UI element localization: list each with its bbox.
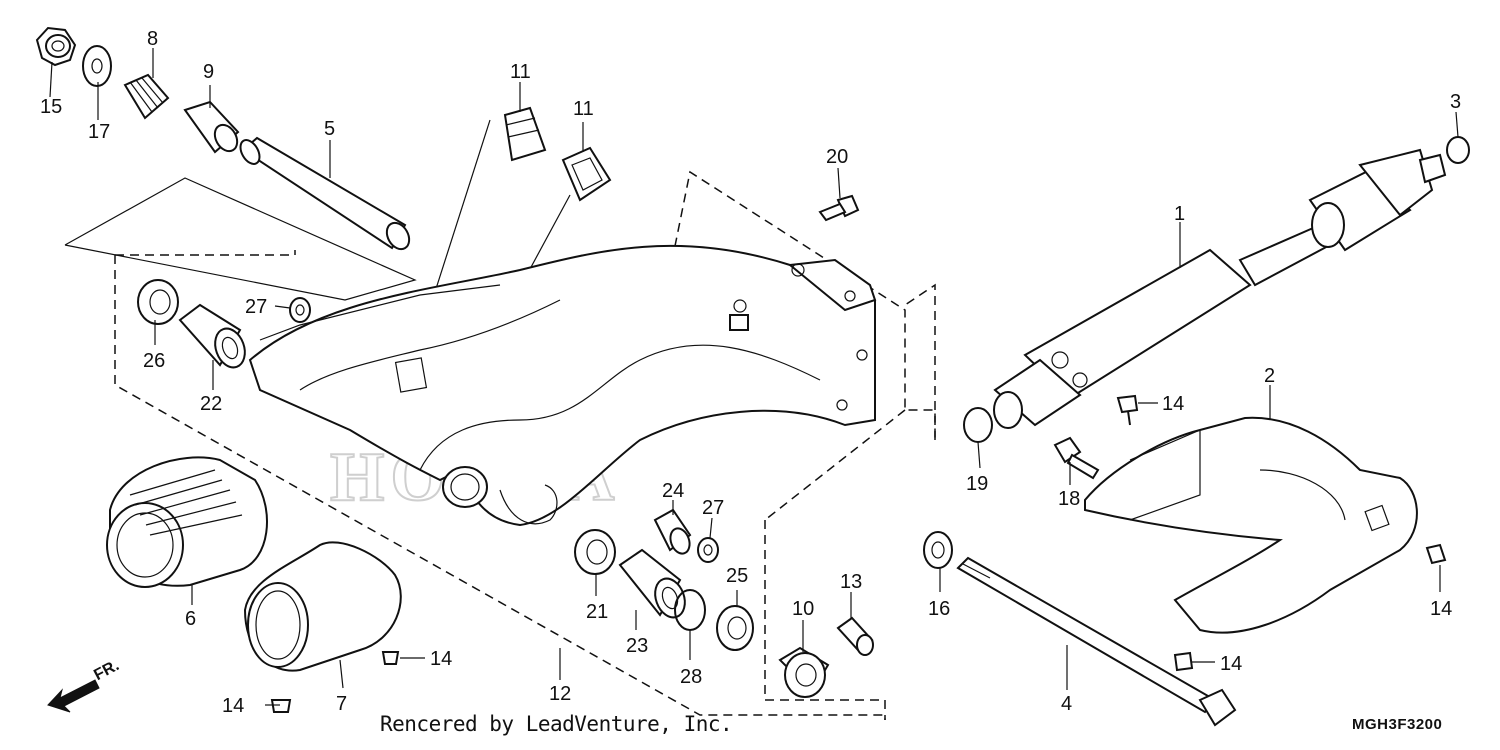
callout-25: 25 [726, 565, 748, 587]
part-2-cover [1084, 416, 1418, 634]
part-14-bolt-e [1173, 651, 1194, 672]
part-9-collar [183, 100, 240, 154]
leader-lines [49, 48, 1459, 706]
part-18-bolt [1053, 436, 1100, 480]
callout-22: 23 [626, 635, 648, 657]
part-27-nut-a [289, 297, 311, 323]
callout-12: 12 [549, 683, 571, 705]
callout-18: 18 [1058, 488, 1080, 510]
part-25-seal [716, 605, 754, 651]
part-22-bearing [618, 548, 686, 619]
callout-2: 2 [1264, 365, 1275, 387]
part-24-collar [653, 508, 692, 555]
part-14-bolt-a [270, 699, 292, 713]
callout-13: 13 [840, 571, 862, 593]
callout-14a: 14 [222, 695, 244, 717]
callout-14e: 14 [1220, 653, 1242, 675]
callout-14b: 14 [430, 648, 452, 670]
drawing-code: MGH3F3200 [1352, 716, 1443, 733]
part-3-circlip [1446, 136, 1470, 164]
part-14-bolt-d [1425, 543, 1447, 565]
part-27-nut-b [697, 537, 719, 563]
part-20-bolt [818, 194, 860, 222]
part-10-collar [778, 646, 830, 698]
callout-27b: 27 [702, 497, 724, 519]
callout-8: 8 [147, 28, 158, 50]
part-5-pivot-tube [239, 136, 411, 251]
callout-27a: 27 [245, 296, 267, 318]
part-16-washer [923, 531, 953, 569]
part-21-seal [574, 529, 616, 575]
callout-14d: 14 [1430, 598, 1452, 620]
callout-20: 20 [826, 146, 848, 168]
callout-9: 9 [203, 61, 214, 83]
part-14-bolt-c [1116, 394, 1139, 426]
callout-26: 26 [143, 350, 165, 372]
part-19-circlip [963, 407, 993, 443]
callout-14c: 14 [1162, 393, 1184, 415]
callout-11a: 11 [510, 61, 531, 83]
part-15-cap-nut [35, 26, 77, 67]
callout-6: 6 [185, 608, 196, 630]
callout-17: 17 [88, 121, 110, 143]
part-7-cover [243, 541, 402, 672]
callout-16: 16 [928, 598, 950, 620]
part-8-adjust-nut [123, 73, 170, 120]
part-13-collar [836, 616, 874, 656]
swingarm [248, 244, 877, 527]
part-11-grommet-a [503, 106, 547, 162]
callout-28: 28 [680, 666, 702, 688]
front-direction-arrow-icon [47, 679, 100, 713]
part-23-bearing [178, 303, 246, 369]
part-26-seal [137, 279, 179, 325]
part-17-washer [82, 45, 112, 87]
part-4-pivot-bolt [956, 556, 1237, 727]
footer-credit: Rencered by LeadVenture, Inc. [380, 712, 733, 736]
callouts: 15 17 8 9 5 11 11 20 3 1 2 14 27 26 22 1… [40, 28, 1461, 717]
callout-23: 22 [200, 393, 222, 415]
callout-24: 24 [662, 480, 684, 502]
callout-4: 4 [1061, 693, 1072, 715]
callout-3: 3 [1450, 91, 1461, 113]
callout-11b: 11 [573, 98, 594, 120]
callout-1: 1 [1174, 203, 1185, 225]
callout-21: 21 [586, 601, 608, 623]
callout-7: 7 [336, 693, 347, 715]
assembly-boundary [114, 170, 936, 720]
part-1-drive-shaft [993, 148, 1447, 429]
callout-10: 10 [792, 598, 814, 620]
part-6-boot [106, 456, 268, 588]
part-14-bolt-b [381, 651, 400, 665]
callout-5: 5 [324, 118, 335, 140]
callout-19: 19 [966, 473, 988, 495]
part-11-grommet-b [561, 146, 612, 202]
callout-15: 15 [40, 96, 62, 118]
